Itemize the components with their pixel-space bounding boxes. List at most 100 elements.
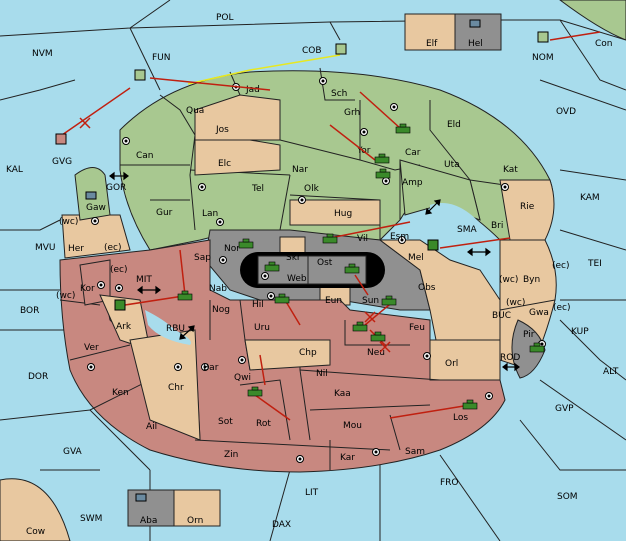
label-gor: GOR [106, 183, 126, 193]
svg-text:Neu: Neu [367, 348, 385, 358]
svg-text:Mel: Mel [408, 253, 424, 263]
svg-text:Obs: Obs [418, 283, 436, 293]
svg-text:Nog: Nog [212, 305, 230, 315]
label-tei: TEI [587, 259, 602, 269]
label-dor: DOR [28, 372, 48, 382]
svg-text:Qua: Qua [186, 106, 204, 116]
svg-text:Ark: Ark [116, 322, 132, 332]
svg-text:Hug: Hug [334, 209, 352, 219]
svg-text:Can: Can [136, 151, 154, 161]
svg-text:Los: Los [453, 413, 468, 423]
label-lit: LIT [305, 488, 319, 498]
coast-labels: (wc) (ec) (ec) (wc) (wc) (ec) (wc) (ec) [56, 217, 571, 313]
label-swm: SWM [80, 514, 102, 524]
label-fro: FRO [440, 478, 459, 488]
svg-text:(ec): (ec) [553, 303, 571, 313]
label-rod: ROD [500, 353, 520, 363]
svg-text:Kor: Kor [80, 284, 95, 294]
svg-text:Kar: Kar [340, 453, 355, 463]
svg-text:(ec): (ec) [552, 261, 570, 271]
svg-text:Eld: Eld [447, 120, 461, 130]
svg-text:Gaw: Gaw [86, 203, 106, 213]
svg-text:Kaa: Kaa [334, 389, 351, 399]
svg-text:Byn: Byn [523, 275, 540, 285]
svg-text:Jos: Jos [215, 125, 229, 135]
svg-text:Bri: Bri [491, 221, 503, 231]
svg-text:Nil: Nil [316, 369, 328, 379]
svg-text:Qwi: Qwi [234, 373, 251, 383]
svg-text:Feu: Feu [409, 323, 425, 333]
svg-text:Sam: Sam [405, 447, 425, 457]
label-nom: NOM [532, 53, 554, 63]
svg-text:Pir: Pir [523, 330, 535, 340]
region-hug[interactable] [289, 199, 381, 226]
svg-text:Ver: Ver [84, 343, 99, 353]
army-units[interactable] [177, 123, 545, 410]
svg-text:Chp: Chp [299, 348, 317, 358]
label-buc: BUC [492, 311, 511, 321]
sea-rbu-inlet [145, 310, 191, 345]
label-gvp: GVP [555, 404, 574, 414]
label-nvm: NVM [32, 49, 53, 59]
svg-text:Her: Her [68, 244, 84, 254]
svg-text:Sap: Sap [194, 253, 211, 263]
legend-tan-top [404, 13, 456, 51]
svg-text:Gwa: Gwa [529, 308, 549, 318]
svg-text:Olk: Olk [304, 184, 320, 194]
label-gvg: GVG [52, 157, 72, 167]
svg-text:Web: Web [287, 274, 307, 284]
svg-text:Sun: Sun [362, 296, 379, 306]
land-labels: Jad Sch Qua Grh Jos Car Eld Can Yor Elc … [68, 85, 549, 463]
svg-text:Chr: Chr [168, 383, 184, 393]
svg-text:Vil: Vil [357, 234, 368, 244]
svg-text:Lan: Lan [202, 209, 218, 219]
region-elc[interactable] [194, 139, 281, 176]
svg-text:(ec): (ec) [110, 265, 128, 275]
svg-text:Ost: Ost [317, 258, 333, 268]
label-bor: BOR [20, 306, 39, 316]
label-kam: KAM [580, 193, 600, 203]
label-fun: FUN [152, 53, 171, 63]
svg-text:(ec): (ec) [104, 243, 122, 253]
svg-text:(wc): (wc) [499, 275, 518, 285]
svg-text:Mou: Mou [343, 421, 362, 431]
region-orl[interactable] [429, 339, 501, 381]
svg-text:(wc): (wc) [59, 217, 78, 227]
sea-labels: POL NVM FUN COB NOM Con OVD KAL GVG GOR … [6, 13, 619, 537]
label-cow: Cow [26, 527, 45, 537]
svg-text:Car: Car [405, 148, 421, 158]
svg-text:Gur: Gur [156, 208, 173, 218]
label-gva: GVA [63, 447, 83, 457]
label-pol: POL [216, 13, 234, 23]
region-chp[interactable] [244, 339, 331, 371]
svg-text:Jad: Jad [245, 85, 260, 95]
svg-text:Nab: Nab [209, 284, 227, 294]
label-kal: KAL [6, 165, 23, 175]
svg-text:Bar: Bar [203, 363, 219, 373]
legend-tan-bottom [173, 489, 221, 527]
legend-label-hel: Hel [468, 39, 483, 49]
label-kup: KUP [571, 327, 589, 337]
void-marks [79, 117, 391, 353]
svg-text:Esm: Esm [390, 232, 409, 242]
svg-text:Sot: Sot [218, 417, 233, 427]
svg-text:Nar: Nar [292, 165, 308, 175]
svg-text:(wc): (wc) [56, 291, 75, 301]
svg-text:Ail: Ail [146, 422, 157, 432]
svg-text:Eun: Eun [325, 296, 342, 306]
label-dax: DAX [272, 520, 291, 530]
label-ovd: OVD [556, 107, 576, 117]
label-mit: MIT [136, 275, 152, 285]
support-line [187, 54, 341, 85]
svg-text:Hil: Hil [252, 300, 264, 310]
fleet-units[interactable] [55, 19, 549, 502]
svg-text:Elc: Elc [218, 159, 231, 169]
label-con: Con [595, 39, 613, 49]
region-pir[interactable] [511, 319, 546, 379]
svg-text:Ken: Ken [112, 388, 129, 398]
svg-text:Skr: Skr [286, 253, 301, 263]
svg-text:Rot: Rot [256, 419, 271, 429]
svg-text:Rie: Rie [520, 202, 535, 212]
label-sma: SMA [457, 225, 477, 235]
